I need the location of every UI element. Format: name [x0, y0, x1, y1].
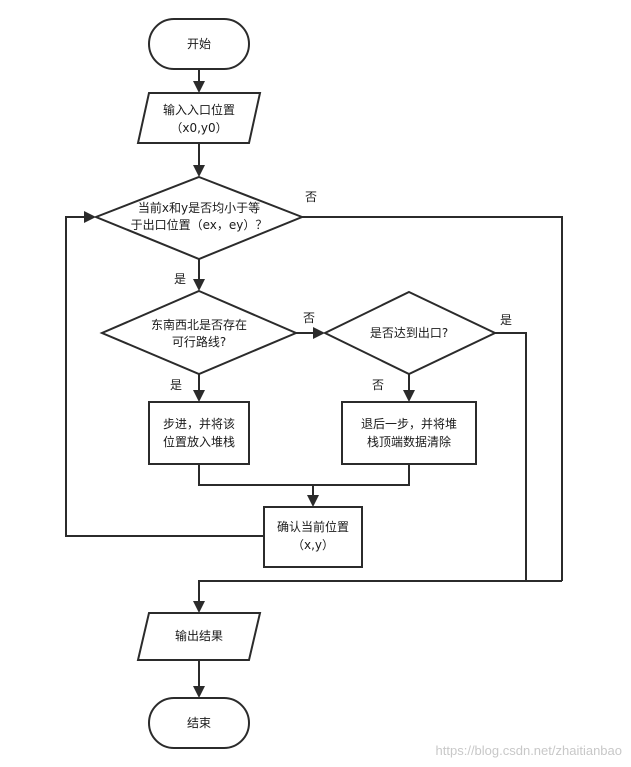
- cond2-label-line2: 可行路线?: [172, 334, 226, 349]
- edge-exit-output: [198, 580, 562, 604]
- diamond-shape: [322, 290, 498, 376]
- process-shape: [263, 506, 363, 568]
- arrowhead: [193, 686, 205, 698]
- end-label: 结束: [187, 716, 211, 730]
- cond3-no-label: 否: [372, 378, 384, 392]
- step-label-line2: 位置放入堆栈: [163, 434, 235, 449]
- arrowhead: [313, 327, 325, 339]
- node-back: 退后一步，并将堆 栈顶端数据清除: [341, 401, 477, 465]
- node-end: 结束: [148, 697, 250, 749]
- process-shape: [148, 401, 250, 465]
- node-cond3: 是否达到出口?: [322, 290, 498, 376]
- edge-cond1-no: [302, 216, 563, 581]
- connectors: [65, 69, 563, 689]
- cond2-yes-label: 是: [170, 378, 182, 392]
- node-step: 步进，并将该 位置放入堆栈: [148, 401, 250, 465]
- cond1-label-line2: 于出口位置（ex，ey）？: [131, 217, 268, 232]
- arrowhead: [193, 390, 205, 402]
- confirm-label-line2: （x,y）: [292, 538, 334, 552]
- arrowhead: [84, 211, 96, 223]
- input-label-line1: 输入入口位置: [163, 102, 235, 117]
- diamond-shape: [93, 175, 305, 261]
- terminator-shape: [148, 697, 250, 749]
- output-label: 输出结果: [175, 628, 223, 643]
- node-output: 输出结果: [136, 612, 262, 661]
- start-label: 开始: [187, 37, 211, 51]
- cond2-no-label: 否: [303, 311, 315, 325]
- watermark: https://blog.csdn.net/zhaitianbao: [436, 743, 622, 758]
- process-shape: [341, 401, 477, 465]
- node-input: 输入入口位置 （x0,y0）: [136, 92, 262, 144]
- parallelogram-shape: [136, 612, 262, 661]
- back-label-line2: 栈顶端数据清除: [367, 434, 451, 449]
- node-cond1: 当前x和y是否均小于等 于出口位置（ex，ey）？: [93, 175, 305, 261]
- terminator-shape: [148, 18, 250, 70]
- back-label-line1: 退后一步，并将堆: [361, 417, 457, 431]
- cond2-label-line1: 东南西北是否存在: [151, 317, 247, 332]
- edge-confirm-loop: [65, 216, 264, 537]
- node-confirm: 确认当前位置 （x,y）: [263, 506, 363, 568]
- cond1-label-line1: 当前x和y是否均小于等: [138, 200, 260, 215]
- cond3-label: 是否达到出口?: [370, 326, 448, 340]
- step-label-line1: 步进，并将该: [163, 417, 235, 431]
- arrowheads: [84, 81, 415, 698]
- diamond-shape: [99, 289, 299, 376]
- node-cond2: 东南西北是否存在 可行路线?: [99, 289, 299, 376]
- arrowhead: [307, 495, 319, 507]
- input-label-line2: （x0,y0）: [170, 121, 227, 135]
- confirm-label-line1: 确认当前位置: [277, 519, 349, 534]
- edge-cond3-yes: [495, 332, 527, 581]
- edge-step-merge: [198, 464, 410, 486]
- arrowhead: [193, 279, 205, 291]
- cond1-yes-label: 是: [174, 272, 186, 286]
- node-start: 开始: [148, 18, 250, 70]
- cond1-no-label: 否: [305, 190, 317, 204]
- arrowhead: [193, 165, 205, 177]
- arrowhead: [193, 601, 205, 613]
- parallelogram-shape: [136, 92, 262, 144]
- arrowhead: [403, 390, 415, 402]
- edge-labels: 否 是 否 是 是 否: [170, 190, 512, 392]
- arrowhead: [193, 81, 205, 93]
- cond3-yes-label: 是: [500, 313, 512, 327]
